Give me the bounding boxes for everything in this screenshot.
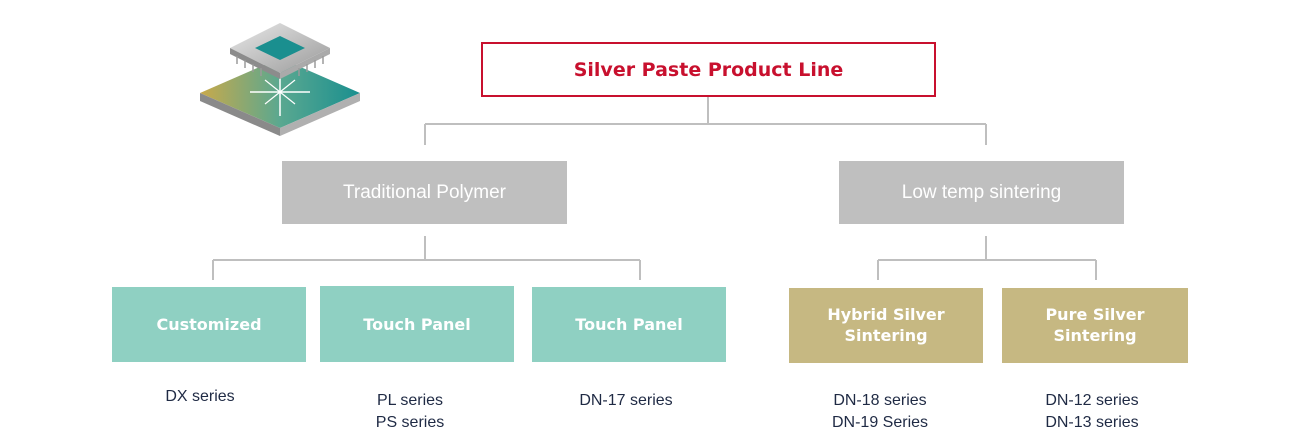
product-touch-panel-2: Touch Panel (532, 287, 726, 362)
chip-package-icon (200, 23, 360, 136)
series-label: DN-19 Series (831, 414, 929, 432)
series-label: DN-12 series (1045, 392, 1139, 409)
series-list-customized: DX series (120, 386, 280, 408)
product-customized: Customized (112, 287, 306, 362)
series-label: DN-17 series (579, 392, 673, 409)
category-low-temp-sintering: Low temp sintering (839, 161, 1124, 224)
root-node: Silver Paste Product Line (481, 42, 936, 97)
series-list-touch-panel-1: PL series PS series (330, 390, 490, 435)
series-label: DN-13 series (1045, 414, 1139, 432)
product-touch-panel-1: Touch Panel (320, 286, 514, 362)
series-list-hybrid: DN-18 series DN-19 Series (800, 390, 960, 435)
series-label: PL series (376, 392, 444, 409)
series-list-touch-panel-2: DN-17 series (546, 390, 706, 412)
series-label: DX series (165, 388, 235, 405)
series-list-pure: DN-12 series DN-13 series (1012, 390, 1172, 435)
category-traditional-polymer: Traditional Polymer (282, 161, 567, 224)
product-pure-silver-sintering: Pure Silver Sintering (1002, 288, 1188, 363)
product-hybrid-silver-sintering: Hybrid Silver Sintering (789, 288, 983, 363)
series-label: DN-18 series (833, 392, 927, 409)
series-label: PS series (375, 414, 445, 432)
